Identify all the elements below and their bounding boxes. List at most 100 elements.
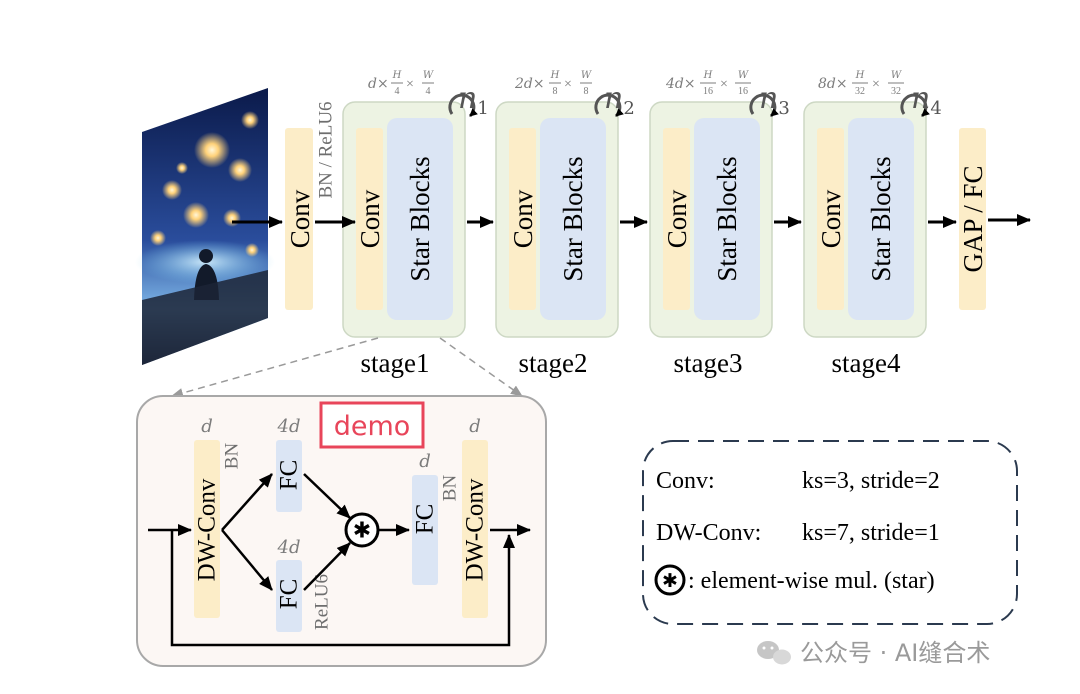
stage-4-conv-box: [817, 128, 844, 310]
legend-dwconv-key: DW-Conv:: [656, 520, 761, 546]
zoom-line-left: [171, 337, 379, 398]
stage-4-w-num: W: [891, 70, 902, 81]
stage-2-w-num: W: [581, 70, 592, 81]
stage-1-repeat-loop-icon: [448, 93, 478, 118]
stage-2-dims: 2d×: [514, 76, 545, 92]
fc-bottom-activation: ReLU6: [312, 574, 333, 630]
stage-2-repeat: n2: [604, 81, 635, 119]
stage-3-w-num: W: [738, 70, 749, 81]
stage-3-h-num: H: [703, 70, 713, 81]
stage-3-repeat: n3: [759, 81, 790, 119]
stage-3-conv-box: [663, 128, 690, 310]
fc-out-box: [412, 475, 438, 585]
stage-1-repeat: n1: [458, 81, 489, 119]
stage-4-w-den: 32: [891, 86, 901, 97]
legend-box: [642, 440, 1018, 625]
stage-1-blocks-label: Star Blocks: [405, 156, 435, 281]
stage-1-blocks-box: [387, 118, 453, 320]
legend-star-symbol: ✱: [662, 570, 678, 592]
star-op-symbol: ✱: [353, 519, 371, 544]
fc-bottom-box: [276, 560, 302, 632]
legend-star-icon: [654, 564, 686, 596]
stage-1: Conv Star Blocks stage1 d× H 4 × W 4 n1: [342, 70, 489, 378]
input-image: [135, 88, 275, 365]
arrow-dw-to-fc-bottom: [221, 529, 273, 591]
stage-2-repeat-loop-icon: [594, 93, 624, 118]
input-norm-label: BN / ReLU6: [316, 101, 337, 198]
stage-4: Conv Star Blocks stage4 8d× H 32 × W 32 …: [803, 70, 942, 378]
stage-4-conv-label: Conv: [816, 189, 846, 248]
stage-1-h-den: 4: [395, 86, 400, 97]
stage-2-label: stage2: [519, 348, 588, 378]
stage-3-w-den: 16: [738, 86, 748, 97]
demo-tag: [319, 401, 425, 449]
stage-3-blocks-label: Star Blocks: [712, 156, 742, 281]
head-label: GAP / FC: [958, 165, 988, 272]
dwconv1-dim: d: [201, 416, 213, 437]
stage-1-h-num: H: [392, 70, 402, 81]
demo-label: demo: [334, 411, 411, 442]
stage-1-times: ×: [406, 77, 414, 92]
watermark-text: 公众号 · AI缝合术: [800, 639, 990, 667]
stage-4-h-den: 32: [855, 86, 865, 97]
input-conv-label: Conv: [285, 189, 315, 248]
stage-3-dims: 4d×: [665, 76, 696, 92]
stage-4-repeat-loop-icon: [900, 93, 930, 118]
fc-top-box: [276, 440, 302, 512]
stage-4-dims: 8d×: [818, 76, 848, 92]
residual-connection: [170, 530, 515, 647]
stage-4-blocks-box: [848, 118, 914, 320]
stage-4-h-num: H: [855, 70, 865, 81]
legend-conv-key: Conv:: [656, 468, 715, 494]
stage-4-times: ×: [872, 77, 880, 92]
stage-4-label: stage4: [832, 348, 901, 378]
stage-3-times: ×: [720, 77, 728, 92]
input-conv-box: [285, 128, 313, 310]
head-box: [959, 128, 986, 310]
stage-1-conv-box: [356, 128, 383, 310]
stage-2: Conv Star Blocks stage2 2d× H 8 × W 8 n2: [495, 70, 635, 378]
arrow-fc-top-to-star: [303, 473, 351, 519]
fc-top-dim: 4d: [277, 416, 301, 437]
star-block-detail: demo DW-Conv d BN FC 4d FC 4d ReLU6 ✱ FC…: [136, 395, 547, 667]
star-block-container: [136, 395, 547, 667]
stage-2-h-den: 8: [553, 86, 558, 97]
dwconv2-dim: d: [469, 416, 481, 437]
stage-3-repeat-loop-icon: [749, 93, 779, 118]
fc-top-label: FC: [276, 460, 303, 491]
stage-3-conv-label: Conv: [662, 189, 692, 248]
stage-1-w-num: W: [423, 70, 434, 81]
stage-3-blocks-box: [694, 118, 760, 320]
legend: Conv: ks=3, stride=2 DW-Conv: ks=7, stri…: [642, 440, 1018, 625]
wechat-icon: [757, 641, 791, 665]
stage-2-blocks-box: [540, 118, 606, 320]
stage-2-times: ×: [564, 77, 572, 92]
stage-1-dims: d×: [368, 76, 389, 92]
fc-bottom-dim: 4d: [277, 537, 301, 558]
stage-2-h-num: H: [550, 70, 560, 81]
dwconv2-box: [462, 440, 488, 618]
stage-2-w-den: 8: [584, 86, 589, 97]
dwconv1-norm: BN: [222, 443, 243, 470]
stage-3: Conv Star Blocks stage3 4d× H 16 × W 16 …: [649, 70, 790, 378]
stage-2-conv-label: Conv: [508, 189, 538, 248]
stage-1-label: stage1: [361, 348, 430, 378]
fc-out-label: FC: [412, 504, 439, 535]
stage-1-w-den: 4: [426, 86, 431, 97]
stage-2-conv-box: [509, 128, 536, 310]
legend-conv-value: ks=3, stride=2: [802, 468, 940, 494]
dwconv2-label: DW-Conv: [462, 478, 489, 581]
stage-3-h-den: 16: [703, 86, 713, 97]
fc-out-norm: BN: [440, 475, 461, 502]
stage-1-conv-label: Conv: [355, 189, 385, 248]
fc-out-dim: d: [419, 451, 431, 472]
arrow-fc-bottom-to-star: [303, 542, 351, 591]
legend-star-text: : element-wise mul. (star): [688, 568, 935, 594]
stage-2-blocks-label: Star Blocks: [558, 156, 588, 281]
stage-4-blocks-label: Star Blocks: [866, 156, 896, 281]
stage-4-repeat: n4: [911, 81, 942, 119]
fc-bottom-label: FC: [276, 579, 303, 610]
zoom-line-right: [439, 337, 523, 397]
arrow-dw-to-fc-top: [221, 473, 273, 531]
